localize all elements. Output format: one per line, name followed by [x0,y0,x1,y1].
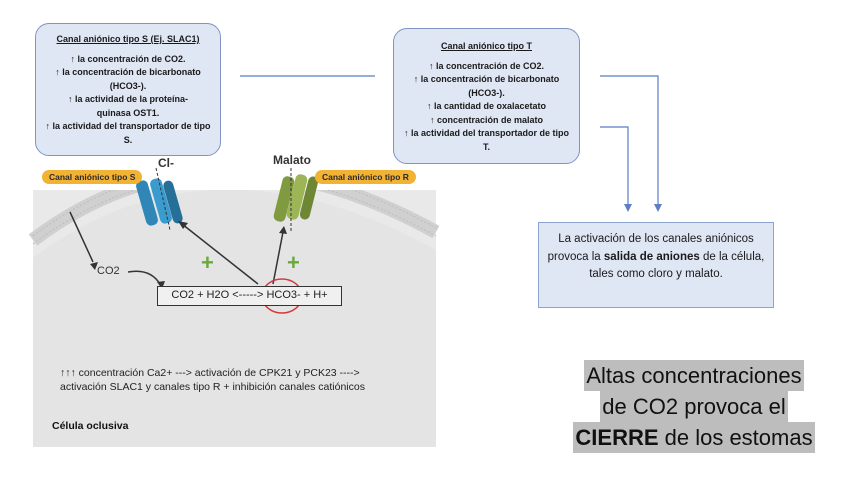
connector-lines [240,75,659,206]
channel-t-title: Canal aniónico tipo T [440,41,532,51]
arrow-heads [624,204,662,212]
info-pre: La activación de los canales aniónicos p… [547,233,754,263]
conclusion: Altas concentraciones de CO2 provoca el … [563,360,825,453]
channel-r-tag: Canal aniónico tipo R [315,170,416,184]
conclusion-line2: de CO2 provoca el [600,391,788,422]
plus-sign: + [287,250,300,275]
cell-arrow-heads [90,221,287,289]
chloride-label: Cl- [158,156,174,170]
channel-t-line: ↑ la cantidad de oxalacetato [426,101,547,111]
channel-s-line: ↑ la concentración de bicarbonato (HCO3-… [55,67,201,91]
calcium-note-line2: activación SLAC1 y canales tipo R + inhi… [60,381,365,393]
channel-t-line: ↑ concentración de malato [429,114,544,125]
cell-arrows [69,211,284,285]
plus-sign: + [201,250,214,275]
malate-label: Malato [273,153,312,167]
channel-s [136,167,183,231]
channel-s-line: ↑ la actividad de la proteína-quinasa OS… [67,94,189,118]
channel-s-box: Canal aniónico tipo S (Ej. SLAC1) ↑ la c… [35,23,221,156]
channel-s-title: Canal aniónico tipo S (Ej. SLAC1) [56,34,200,44]
conclusion-line1: Altas concentraciones [584,360,804,391]
channel-r [273,168,319,232]
calcium-note: ↑↑↑ concentración Ca2+ ---> activación d… [60,366,365,394]
co2-label: CO2 [97,265,120,277]
info-bold: salida de aniones [603,250,700,263]
info-post: de la célula, tales como cloro y malato. [589,250,765,281]
channel-t-line: ↑ la concentración de CO2. [428,60,545,71]
guard-cell-label: Célula oclusiva [52,420,129,432]
conclusion-line3-rest: de los estomas [658,425,813,450]
channel-s-line: ↑ la actividad del transportador de tipo… [45,121,211,145]
conclusion-line3: CIERRE de los estomas [573,422,815,453]
equilibrium-equation: CO2 + H2O <-----> HCO3- + H+ [157,286,342,306]
anion-release-box: La activación de los canales aniónicos p… [538,222,774,308]
channel-t-line: ↑ la actividad del transportador de tipo… [403,128,570,152]
channel-t-box: Canal aniónico tipo T ↑ la concentración… [393,28,580,164]
channel-s-line: ↑ la concentración de CO2. [70,53,186,64]
guard-cell [28,150,440,447]
channel-s-tag: Canal aniónico tipo S [42,170,143,184]
calcium-note-line1: ↑↑↑ concentración Ca2+ ---> activación d… [60,367,360,379]
channel-t-line: ↑ la concentración de bicarbonato (HCO3-… [413,74,560,98]
conclusion-bold: CIERRE [575,425,659,450]
